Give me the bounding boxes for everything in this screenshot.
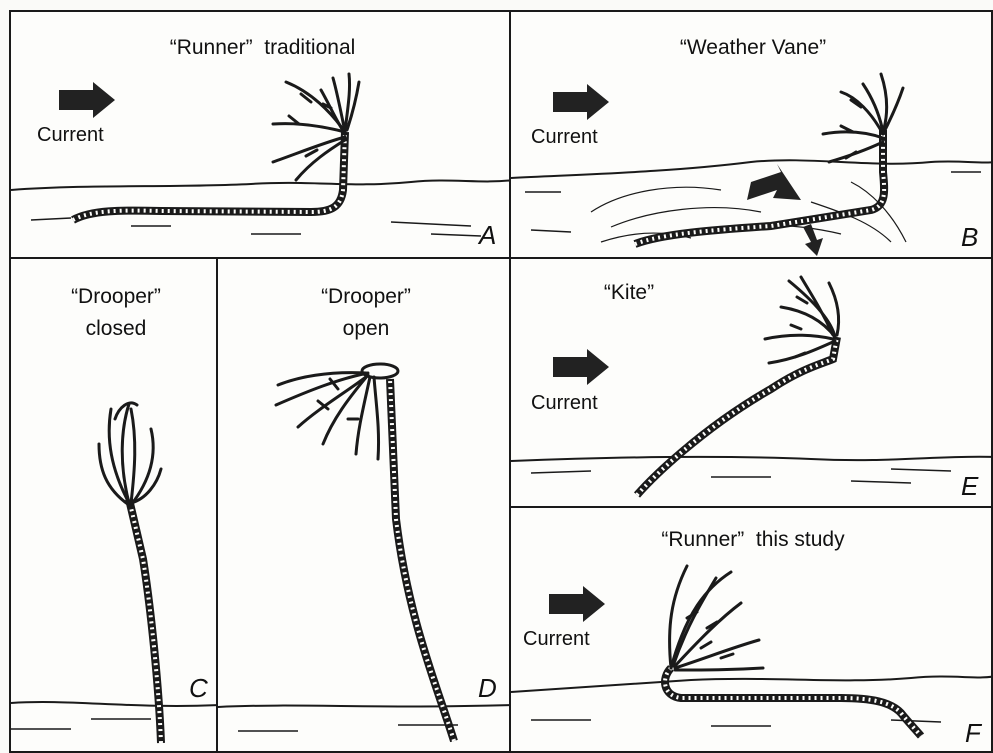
panel-f: “Runner” this study Current F <box>509 506 993 753</box>
panel-c-letter: C <box>189 673 208 704</box>
panel-d: “Drooper” open D <box>216 257 512 753</box>
panel-a-drawing <box>11 12 512 260</box>
panel-e: “Kite” Current E <box>509 257 993 509</box>
panel-b-letter: B <box>961 222 978 253</box>
panel-d-drawing <box>218 259 512 753</box>
panel-e-drawing <box>511 259 993 509</box>
flow-arrow-icon <box>747 164 801 200</box>
panel-c: “Drooper” closed C <box>9 257 219 753</box>
panel-e-letter: E <box>961 471 978 502</box>
panel-b: “Weather Vane” Current <box>509 10 993 260</box>
panel-a-letter: A <box>479 220 496 251</box>
panel-f-drawing <box>511 508 993 753</box>
panel-f-letter: F <box>965 718 981 749</box>
panel-d-letter: D <box>478 673 497 704</box>
panel-b-drawing <box>511 12 993 260</box>
panel-c-drawing <box>11 259 219 753</box>
panel-a: “Runner” traditional Current A <box>9 10 512 260</box>
